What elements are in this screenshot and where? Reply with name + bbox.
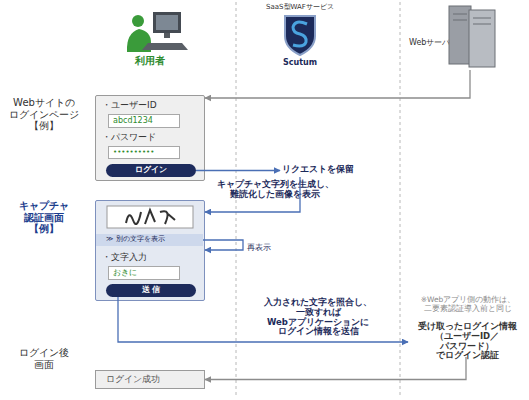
captcha-glyph [145, 210, 155, 224]
lane-separator [236, 2, 237, 398]
captcha-glyph [126, 212, 141, 224]
server-tower [449, 6, 471, 64]
flow-arrow [203, 240, 243, 250]
user-head [132, 15, 144, 27]
node-text: Scutum [250, 58, 350, 67]
section-label: キャプチャ 認証画面 【例】 [19, 200, 69, 235]
server-slot [453, 20, 467, 21]
note-text: ※Webアプリ側の動作は、 二要素認証導入前と同じ [421, 296, 516, 313]
flow-arrow [205, 70, 470, 98]
process-step: 受け取ったログイン情報 （ユーザーID／パスワード） でログイン認証 [408, 321, 526, 357]
node-text: ≫ 別の文字を表示 [106, 235, 165, 243]
monitor [153, 12, 181, 33]
node-text: Webサーバ [409, 38, 450, 47]
node-text: ログイン成功 [106, 374, 160, 384]
flow-arrow [118, 297, 408, 342]
keyboard [142, 43, 188, 50]
server-tower [469, 10, 495, 67]
server-slot [473, 18, 491, 19]
node-text: •••••••••• [113, 148, 154, 156]
node-text: ログイン [106, 165, 196, 174]
shield-logo [285, 16, 315, 55]
reload-bar: ≫ 別の文字を表示 [96, 234, 203, 246]
flow-arrow [205, 357, 466, 380]
node-text: abcd1234 [113, 116, 153, 125]
node-text: 受け取ったログイン情報 （ユーザーID／パスワード） でログイン認証 [418, 322, 517, 361]
node-text: 利用者 [105, 55, 195, 67]
edge-label: 再表示 [247, 244, 271, 253]
node-text: リクエストを保留 [282, 164, 354, 174]
flow-arrow [196, 170, 280, 171]
section-label: ログイン後 画面 [19, 347, 69, 370]
submit-button: 送 信 [106, 284, 196, 297]
actor-waf: SaaS型WAFサービス Scutum [250, 2, 350, 70]
node-text: SaaS型WAFサービス [250, 3, 350, 11]
server-slot [453, 14, 467, 15]
shield-emblem [293, 22, 307, 46]
login-button: ログイン [106, 164, 196, 177]
input-field: abcd1234 [108, 114, 180, 128]
actor-server: Webサーバ [405, 4, 515, 70]
input-field: おきに [108, 266, 180, 280]
monitor-screen [156, 15, 178, 30]
captcha-glyph [160, 211, 175, 224]
captcha-page: ・文字入力 ≫ 別の文字を表示おきに送 信 [95, 200, 205, 301]
user-body [127, 29, 151, 52]
node-text: ・パスワード [102, 132, 156, 142]
node-text: ・文字入力 [102, 252, 147, 262]
node-text: ・ユーザーID [102, 100, 157, 110]
section-label: Webサイトの ログインページ 【例】 [9, 97, 79, 132]
server-slot [473, 24, 491, 25]
login-page: ・ユーザーID ・パスワード abcd1234 •••••••••• ログイン [95, 95, 205, 181]
result-page: ログイン成功 [95, 370, 205, 389]
lane-separator [400, 2, 401, 398]
flow-arrow [205, 177, 300, 212]
actor-user: 利用者 [105, 8, 195, 68]
captcha-image [107, 206, 193, 228]
edge-label: 入力された文字を照合し、 一致すれば Webアプリケーションに ログイン情報を送… [264, 298, 372, 337]
monitor-stand [164, 33, 170, 38]
node-text: 送 信 [106, 285, 196, 294]
password-field: •••••••••• [108, 146, 180, 159]
node-text: おきに [113, 268, 137, 277]
edge-label: キャプチャ文字列を生成し、 難読化した画像を表示 [217, 180, 334, 200]
process-step: リクエストを保留 [280, 163, 360, 177]
